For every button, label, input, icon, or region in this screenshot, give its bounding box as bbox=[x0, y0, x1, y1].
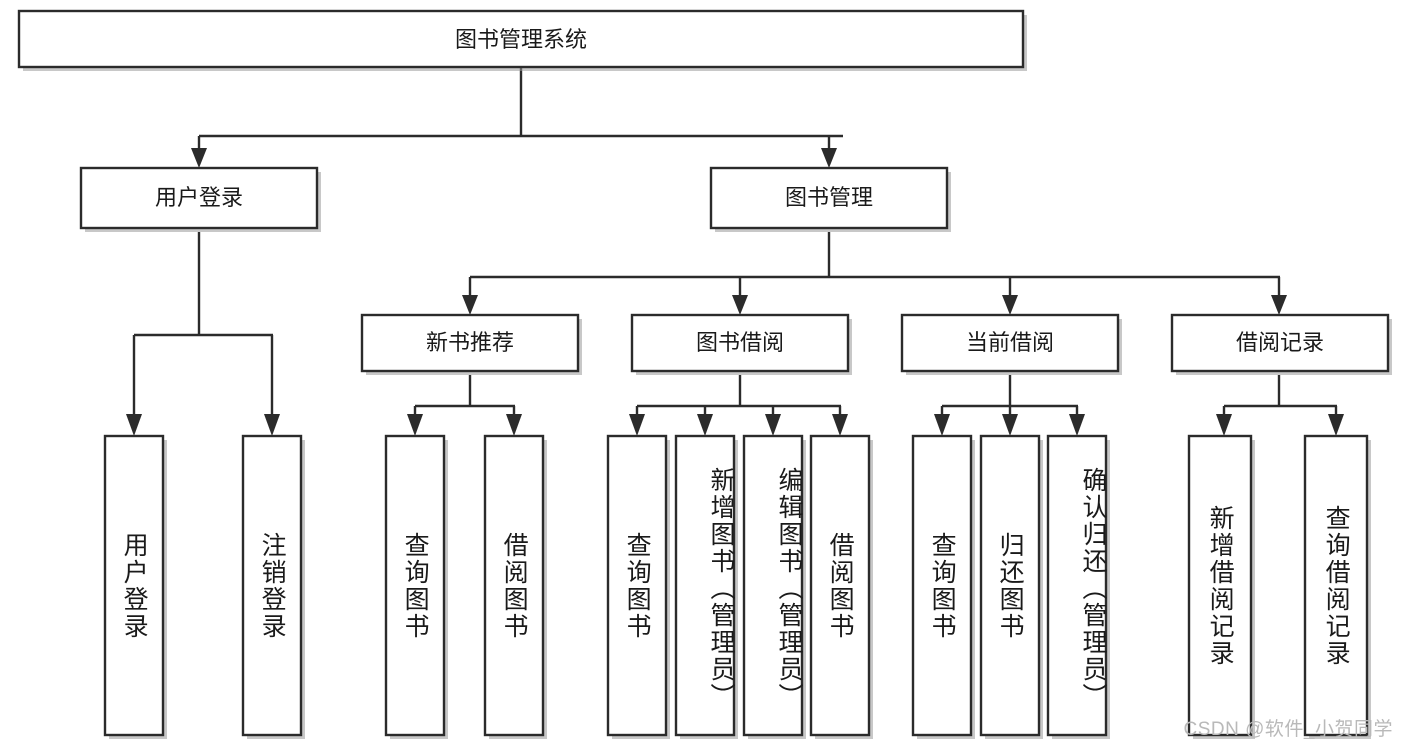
arrow-to-leaf-borrow-book-1 bbox=[506, 414, 522, 436]
arrow-to-new-book-recommend bbox=[462, 295, 478, 315]
leaf-add-book-label: 新增图书（管理员） bbox=[707, 466, 735, 710]
node-book-manage[interactable]: 图书管理 bbox=[709, 166, 951, 232]
arrow-to-borrow-record bbox=[1271, 295, 1287, 315]
node-root[interactable]: 图书管理系统 bbox=[17, 9, 1027, 71]
arrow-to-leaf-query-book-3 bbox=[934, 414, 950, 436]
leaf-logout-login-box[interactable] bbox=[241, 434, 303, 737]
leaf-add-record-box[interactable] bbox=[1187, 434, 1253, 737]
connector-group-root-to-level2 bbox=[191, 68, 843, 168]
leaf-query-book-3-box[interactable] bbox=[911, 434, 973, 737]
leaf-user-login-box[interactable] bbox=[103, 434, 165, 737]
leaf-confirm-return-box[interactable] bbox=[1046, 434, 1108, 737]
connector-group-newbook-to-leaves bbox=[407, 375, 522, 436]
arrow-to-leaf-return-book bbox=[1002, 414, 1018, 436]
arrow-to-leaf-add-record bbox=[1216, 414, 1232, 436]
arrow-to-leaf-edit-book bbox=[765, 414, 781, 436]
node-current-borrow-label: 当前借阅 bbox=[966, 330, 1054, 355]
node-borrow-record[interactable]: 借阅记录 bbox=[1170, 313, 1392, 375]
leaf-boxes-group bbox=[103, 434, 1371, 739]
leaf-confirm-return-label: 确认归还（管理员） bbox=[1079, 466, 1107, 710]
node-user-login[interactable]: 用户登录 bbox=[79, 166, 321, 232]
node-user-login-box[interactable] bbox=[79, 166, 319, 230]
arrow-to-leaf-add-book bbox=[697, 414, 713, 436]
node-borrow-record-label: 借阅记录 bbox=[1236, 330, 1324, 355]
connector-group-bookborrow-to-leaves bbox=[629, 375, 848, 436]
node-book-borrow-box[interactable] bbox=[630, 313, 850, 373]
arrow-to-leaf-borrow-book-2 bbox=[832, 414, 848, 436]
leaf-add-record-label: 新增借阅记录 bbox=[1206, 504, 1235, 667]
leaf-borrow-book-1-label: 借阅图书 bbox=[500, 531, 529, 640]
leaf-borrow-book-2-label: 借阅图书 bbox=[826, 531, 855, 640]
arrow-to-leaf-user-login bbox=[126, 414, 142, 436]
node-root-label: 图书管理系统 bbox=[455, 27, 587, 52]
node-book-manage-box[interactable] bbox=[709, 166, 949, 230]
leaf-query-record-label: 查询借阅记录 bbox=[1322, 504, 1351, 667]
leaf-return-book-label: 归还图书 bbox=[996, 531, 1025, 640]
leaf-edit-book-box[interactable] bbox=[742, 434, 804, 737]
arrow-to-book-borrow bbox=[732, 295, 748, 315]
leaf-query-book-2-box[interactable] bbox=[606, 434, 668, 737]
node-new-book-recommend-box[interactable] bbox=[360, 313, 580, 373]
node-borrow-record-box[interactable] bbox=[1170, 313, 1390, 373]
leaf-query-book-2-label: 查询图书 bbox=[623, 531, 652, 640]
arrow-to-current-borrow bbox=[1002, 295, 1018, 315]
arrow-to-leaf-query-book-2 bbox=[629, 414, 645, 436]
leaf-add-book-box[interactable] bbox=[674, 434, 736, 737]
node-book-manage-label: 图书管理 bbox=[785, 185, 873, 210]
arrow-to-user-login bbox=[191, 148, 207, 168]
leaf-edit-book-label: 编辑图书（管理员） bbox=[775, 466, 803, 710]
node-user-login-label: 用户登录 bbox=[155, 185, 243, 210]
node-book-borrow[interactable]: 图书借阅 bbox=[630, 313, 852, 375]
connector-group-userlogin-to-leaves bbox=[126, 232, 280, 436]
node-new-book-recommend-label: 新书推荐 bbox=[426, 330, 514, 355]
arrow-to-book-manage bbox=[821, 148, 837, 168]
leaf-borrow-book-1-box[interactable] bbox=[483, 434, 545, 737]
arrow-to-leaf-logout-login bbox=[264, 414, 280, 436]
connector-group-borrowrecord-to-leaves bbox=[1216, 375, 1344, 436]
leaf-borrow-book-2-box[interactable] bbox=[809, 434, 871, 737]
leaf-query-record-box[interactable] bbox=[1303, 434, 1369, 737]
node-current-borrow[interactable]: 当前借阅 bbox=[900, 313, 1122, 375]
leaf-logout-login-label: 注销登录 bbox=[258, 531, 287, 640]
arrow-to-leaf-confirm-return bbox=[1069, 414, 1085, 436]
connector-group-currentborrow-to-leaves bbox=[934, 375, 1085, 436]
node-current-borrow-box[interactable] bbox=[900, 313, 1120, 373]
leaf-query-book-1-label: 查询图书 bbox=[401, 531, 430, 640]
node-book-borrow-label: 图书借阅 bbox=[696, 330, 784, 355]
leaf-query-book-1-box[interactable] bbox=[384, 434, 446, 737]
leaf-user-login-label: 用户登录 bbox=[120, 531, 149, 640]
leaf-return-book-box[interactable] bbox=[979, 434, 1041, 737]
arrow-to-leaf-query-record bbox=[1328, 414, 1344, 436]
connector-group-bookmanage-to-level3 bbox=[462, 232, 1287, 315]
node-new-book-recommend[interactable]: 新书推荐 bbox=[360, 313, 582, 375]
arrow-to-leaf-query-book-1 bbox=[407, 414, 423, 436]
leaf-query-book-3-label: 查询图书 bbox=[928, 531, 957, 640]
node-root-box[interactable] bbox=[17, 9, 1025, 69]
